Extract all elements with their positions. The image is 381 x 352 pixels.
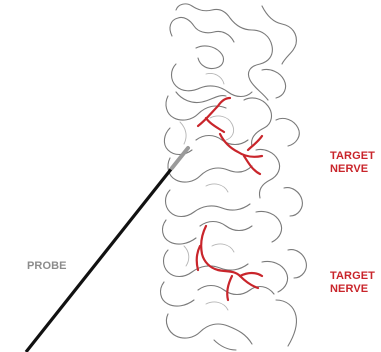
vertebra-outline bbox=[284, 188, 302, 216]
vertebra-outline bbox=[256, 211, 282, 242]
target-label-line: TARGET bbox=[330, 270, 375, 283]
vertebra-outline bbox=[168, 158, 252, 182]
vertebra-outline bbox=[244, 98, 271, 146]
nerve-label-line: NERVE bbox=[330, 283, 375, 296]
vertebra-outline bbox=[166, 314, 252, 344]
target-nerve-label-lower: TARGET NERVE bbox=[330, 270, 375, 296]
probe-tip bbox=[172, 148, 188, 168]
vertebra-outline bbox=[288, 250, 306, 278]
vertebra-outline bbox=[166, 190, 251, 217]
vertebra-outline bbox=[262, 69, 286, 98]
vertebra-outline bbox=[170, 17, 234, 42]
vertebra-outline bbox=[161, 282, 194, 306]
vertebra-outline bbox=[262, 6, 296, 64]
vertebra-outline bbox=[276, 300, 297, 346]
vertebra-outline bbox=[196, 46, 223, 69]
vertebra-outline bbox=[214, 340, 236, 350]
vertebra-outline bbox=[176, 92, 226, 103]
target-nerve-label-upper: TARGET NERVE bbox=[330, 150, 375, 176]
probe-label: PROBE bbox=[27, 260, 67, 273]
vertebra-outline bbox=[200, 222, 252, 231]
nerve-label-line: NERVE bbox=[330, 163, 375, 176]
probe bbox=[26, 148, 188, 352]
vertebra-outline bbox=[176, 4, 272, 100]
vertebra-outline bbox=[163, 220, 196, 244]
vertebra-outline bbox=[276, 118, 299, 146]
target-label-line: TARGET bbox=[330, 150, 375, 163]
vertebral-column bbox=[161, 4, 307, 350]
vertebra-outline bbox=[198, 286, 274, 295]
